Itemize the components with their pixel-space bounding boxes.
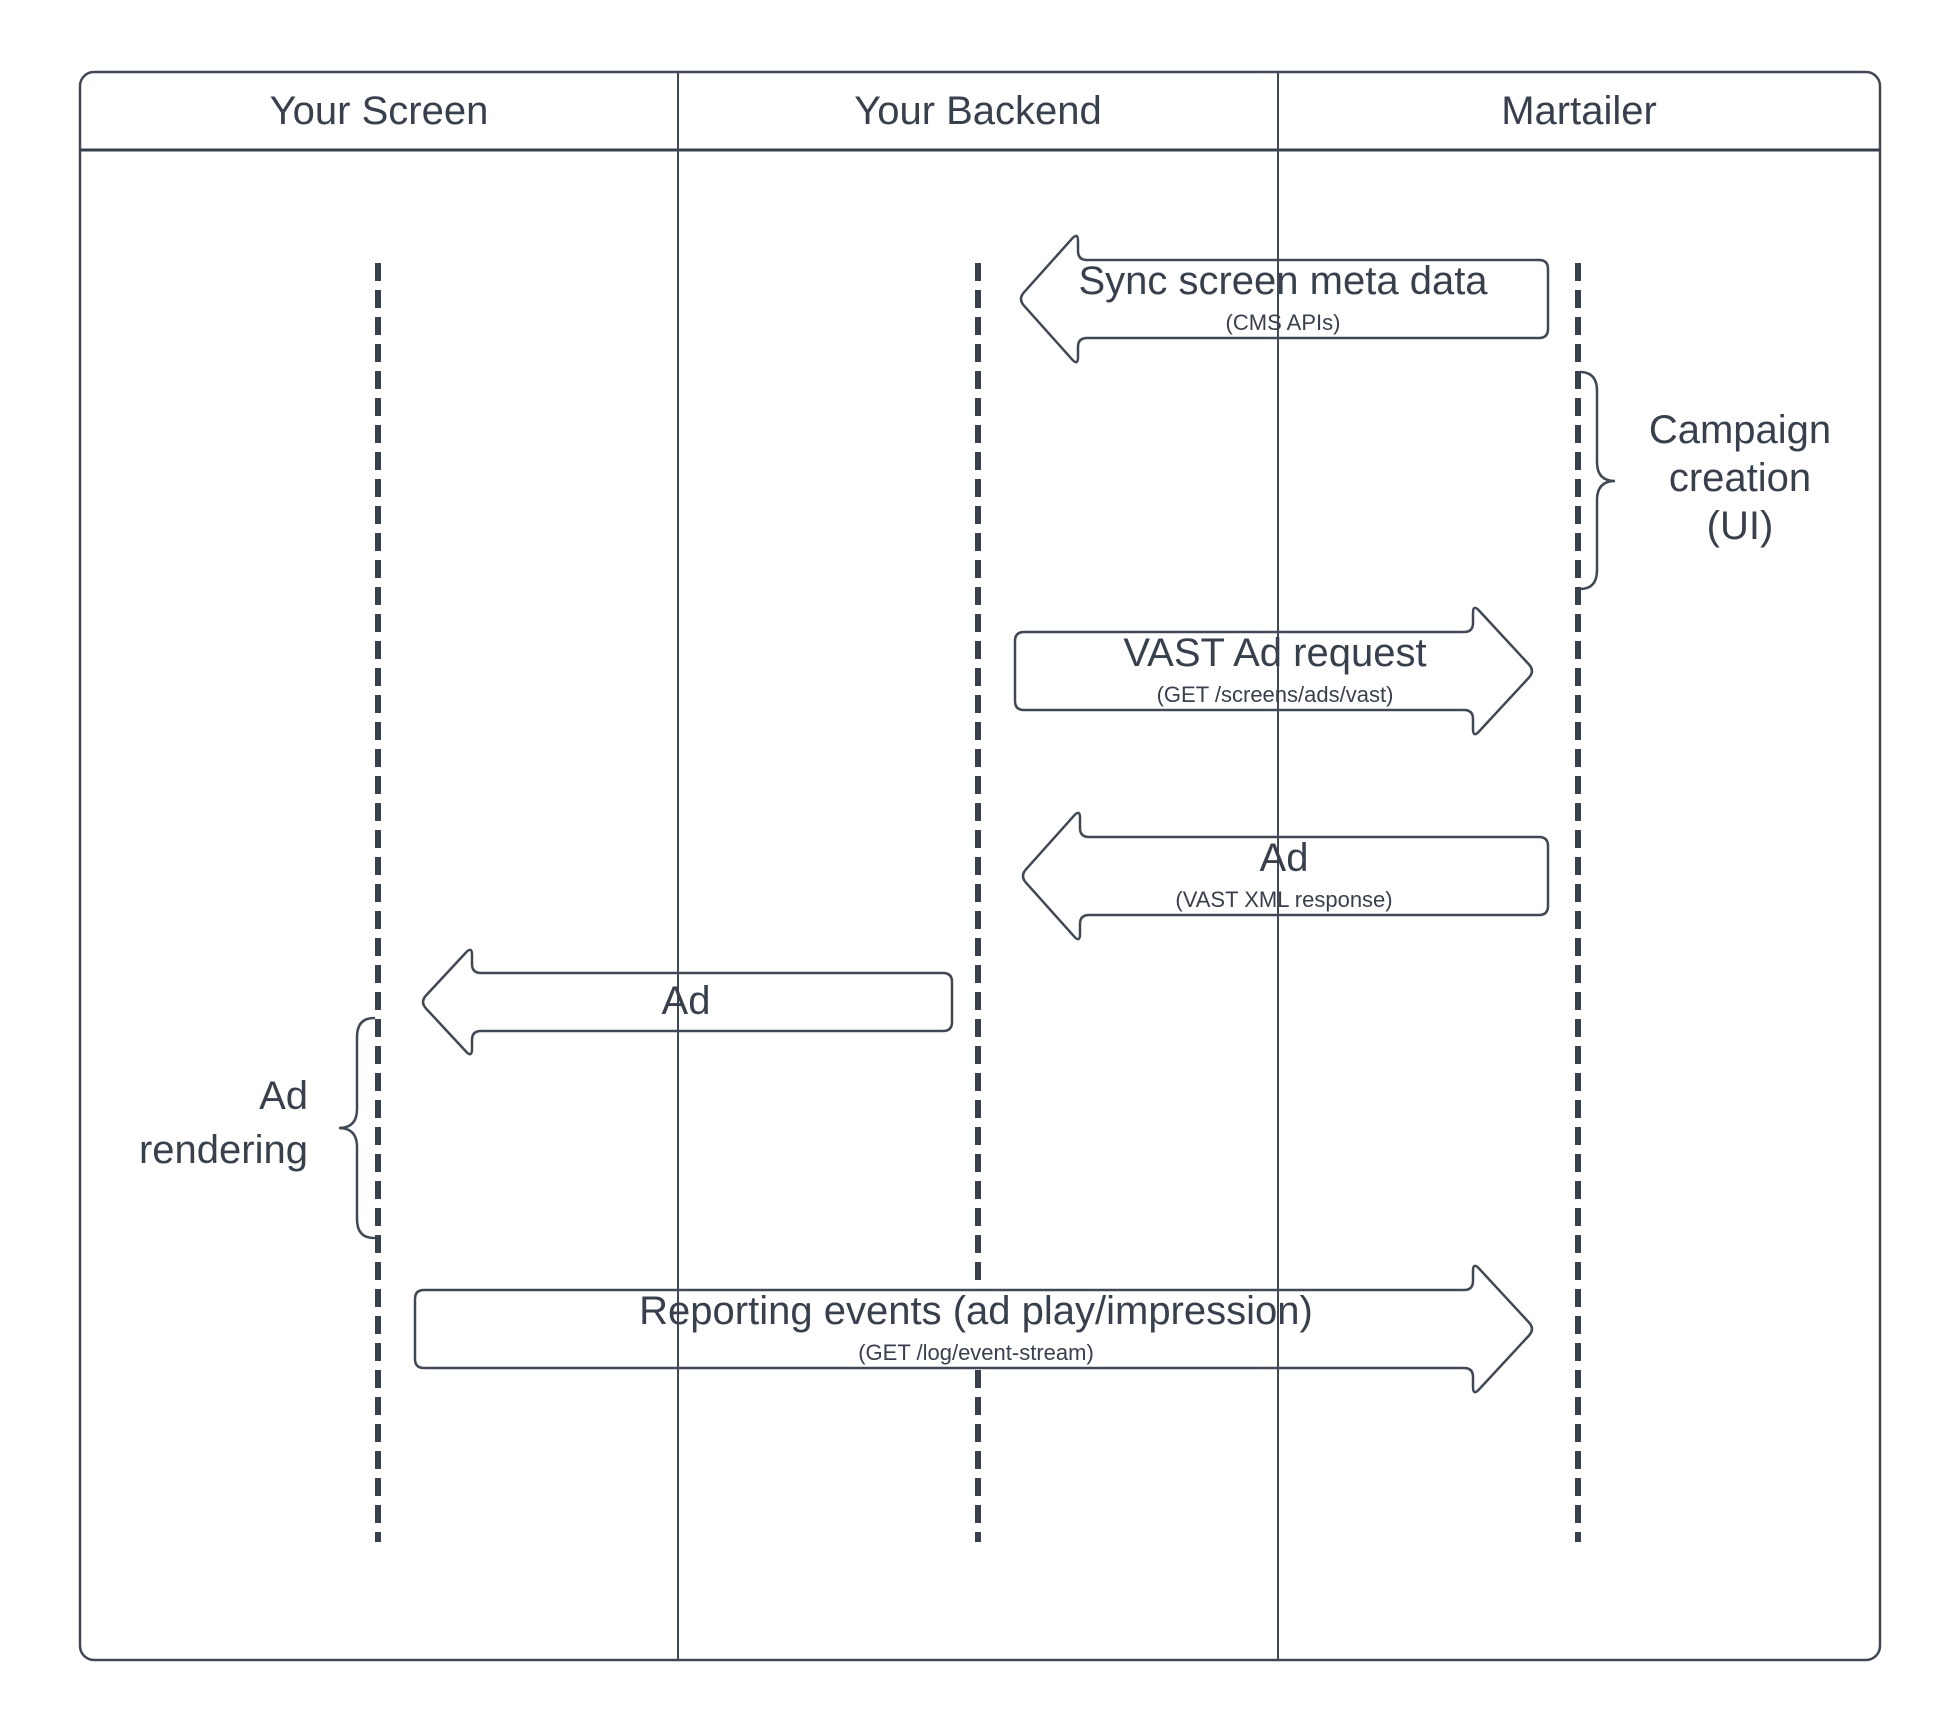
annotation-campaign-creation-line1: Campaign xyxy=(1648,408,1832,452)
message-arrow-sync-screen-meta-data xyxy=(1019,234,1550,364)
annotation-ad-rendering-line1: Ad xyxy=(259,1074,308,1118)
lane-header-your-screen: Your Screen xyxy=(269,89,489,133)
ad-rendering-brace xyxy=(338,1016,376,1240)
annotation-ad-rendering-line2: rendering xyxy=(138,1128,308,1172)
message-label-ad-response: Ad xyxy=(1259,836,1309,880)
message-sublabel-get-log-event-stream: (GET /log/event-stream) xyxy=(858,1340,1094,1365)
message-arrow-reporting-events xyxy=(413,1264,1534,1394)
annotation-campaign-creation: Campaign creation (UI) xyxy=(1649,406,1831,550)
campaign-creation-brace xyxy=(1578,370,1616,591)
diagram-frame xyxy=(78,70,1882,1662)
lane-header-martailer: Martailer xyxy=(1501,89,1657,133)
message-label-ad-to-screen: Ad xyxy=(661,979,711,1023)
annotation-campaign-creation-line2: creation xyxy=(1668,456,1812,500)
message-arrow-ad-to-screen xyxy=(421,948,954,1056)
message-label-vast-ad-request: VAST Ad request xyxy=(1123,631,1427,675)
message-label-sync-screen-meta-data: Sync screen meta data xyxy=(1078,259,1488,303)
message-sublabel-get-screens-ads-vast: (GET /screens/ads/vast) xyxy=(1156,682,1394,707)
message-arrow-ad-vast-xml-response xyxy=(1021,811,1550,941)
lane-header-your-backend: Your Backend xyxy=(854,89,1102,133)
annotation-campaign-creation-line3: (UI) xyxy=(1706,504,1774,548)
message-sublabel-vast-xml-response: (VAST XML response) xyxy=(1175,887,1393,912)
message-arrow-vast-ad-request xyxy=(1013,606,1534,736)
message-sublabel-cms-apis: (CMS APIs) xyxy=(1225,310,1341,335)
message-label-reporting-events: Reporting events (ad play/impression) xyxy=(639,1289,1313,1333)
annotation-ad-rendering: Ad rendering xyxy=(139,1069,308,1177)
